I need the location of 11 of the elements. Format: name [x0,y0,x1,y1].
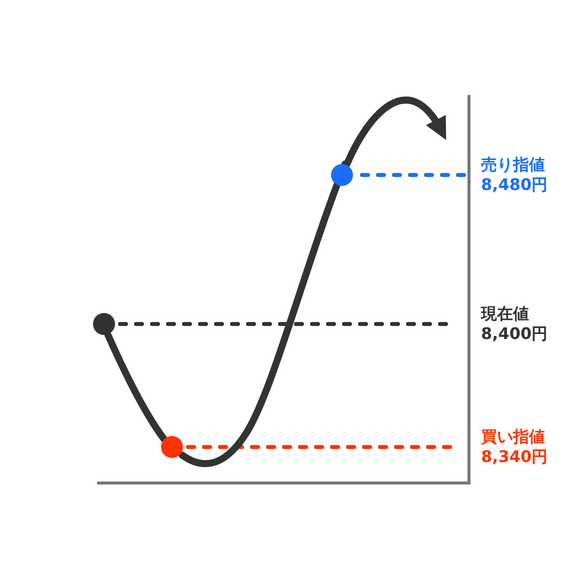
price-name: 現在値 [481,304,529,324]
price-name: 買い指値 [481,427,545,447]
price-value: 8,400円 [481,324,548,344]
price-curve [344,96,447,168]
price-dot [331,164,353,186]
price-curve [104,332,168,442]
price-dot [161,436,183,458]
price-value: 8,340円 [481,447,548,467]
price-name: 売り指値 [481,155,545,175]
price-dot [93,313,115,335]
price-value: 8,480円 [481,175,548,195]
